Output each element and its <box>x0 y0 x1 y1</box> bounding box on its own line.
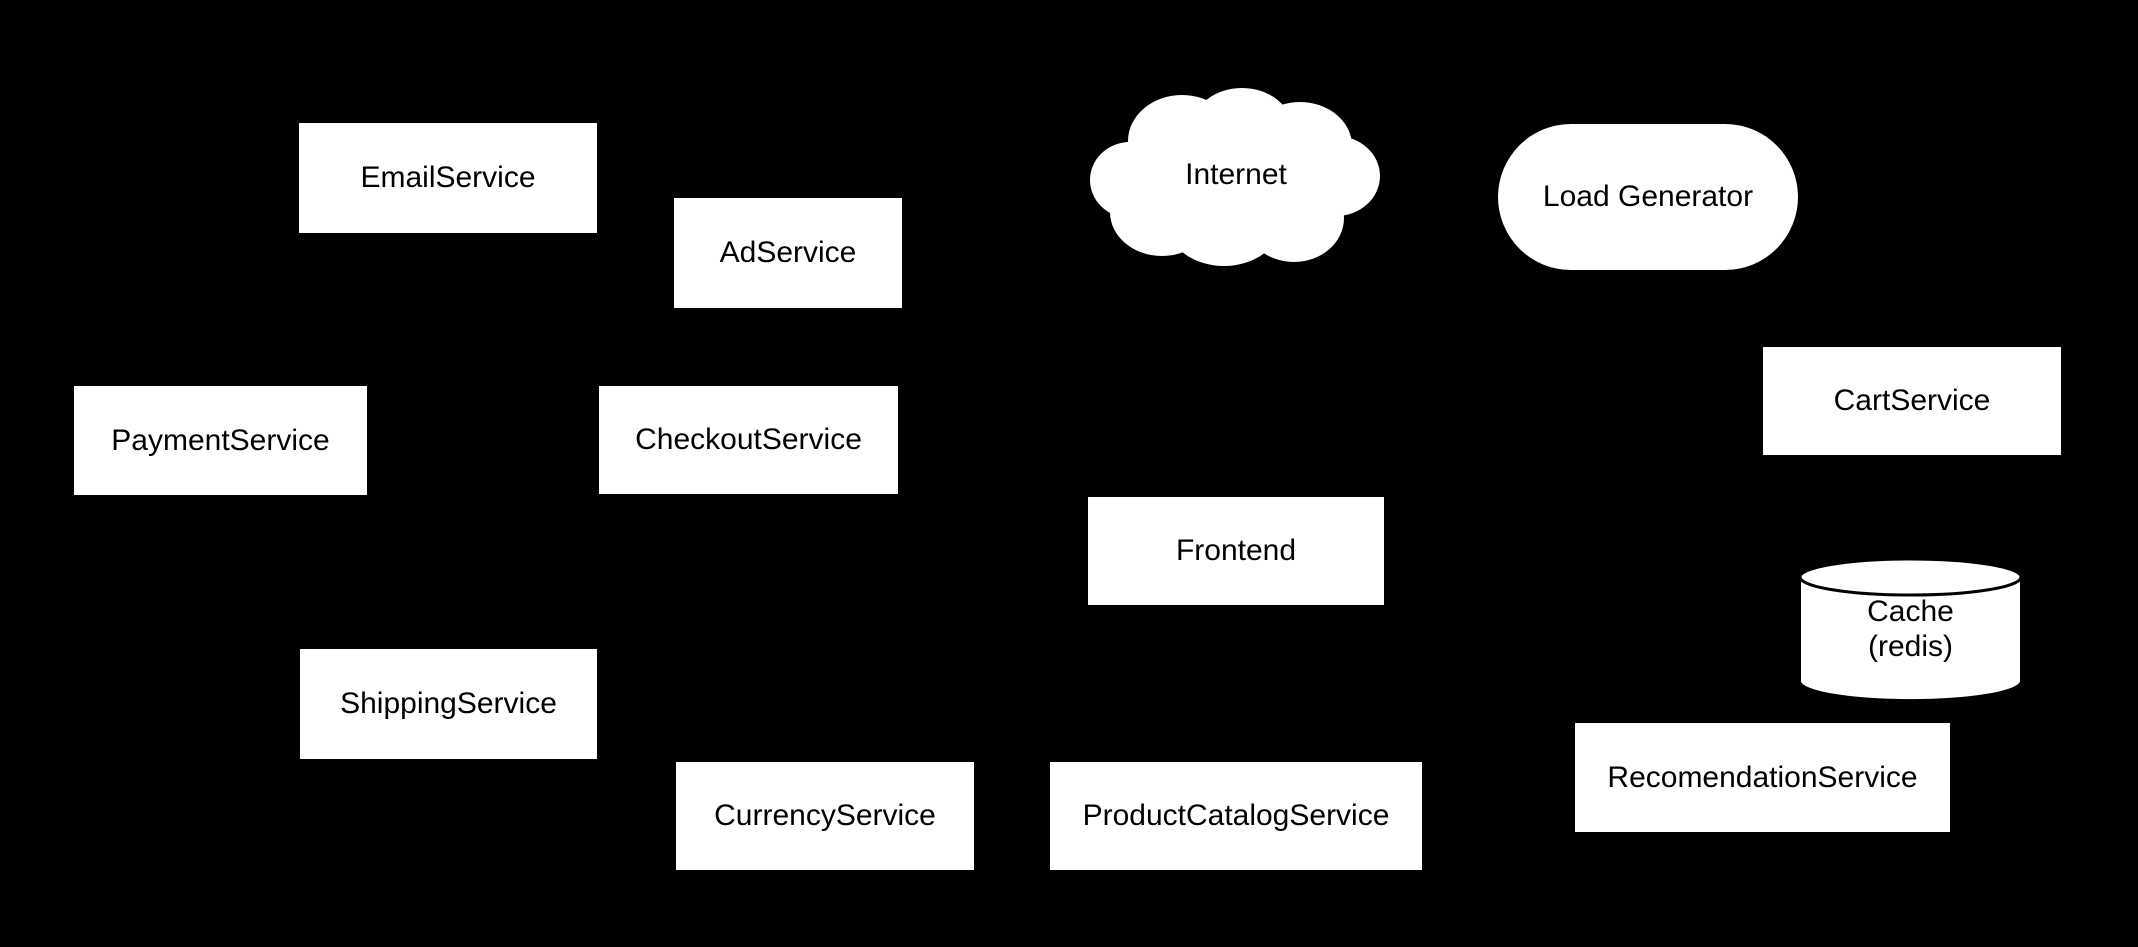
node-label-recomendation-service: RecomendationService <box>1607 760 1918 794</box>
node-email-service[interactable]: EmailService <box>299 123 597 233</box>
node-cache-redis[interactable]: Cache (redis) <box>1799 558 2022 700</box>
node-label-checkout-service: CheckoutService <box>635 423 862 457</box>
node-label-cart-service: CartService <box>1833 384 1991 418</box>
node-label-load-generator: Load Generator <box>1542 180 1754 214</box>
node-frontend[interactable]: Frontend <box>1088 497 1384 605</box>
node-ad-service[interactable]: AdService <box>674 198 902 308</box>
node-currency-service[interactable]: CurrencyService <box>676 762 974 870</box>
node-label-ad-service: AdService <box>719 236 857 270</box>
node-internet[interactable]: Internet <box>1090 84 1382 266</box>
node-load-generator[interactable]: Load Generator <box>1498 124 1798 270</box>
node-shipping-service[interactable]: ShippingService <box>300 649 597 759</box>
database-cylinder-icon <box>1799 558 2022 700</box>
node-label-product-catalog-service: ProductCatalogService <box>1082 799 1390 833</box>
node-label-shipping-service: ShippingService <box>340 687 557 721</box>
node-label-internet: Internet <box>1185 158 1287 192</box>
node-cart-service[interactable]: CartService <box>1763 347 2061 455</box>
node-checkout-service[interactable]: CheckoutService <box>599 386 898 494</box>
node-label-frontend: Frontend <box>1175 534 1297 568</box>
node-payment-service[interactable]: PaymentService <box>74 386 367 495</box>
cloud-icon <box>1090 88 1380 266</box>
node-label-payment-service: PaymentService <box>111 423 330 457</box>
node-product-catalog-service[interactable]: ProductCatalogService <box>1050 762 1422 870</box>
node-label-currency-service: CurrencyService <box>714 799 936 833</box>
node-recomendation-service[interactable]: RecomendationService <box>1575 723 1950 832</box>
node-label-cache-redis: Cache (redis) <box>1867 594 1954 663</box>
node-label-email-service: EmailService <box>360 161 536 195</box>
